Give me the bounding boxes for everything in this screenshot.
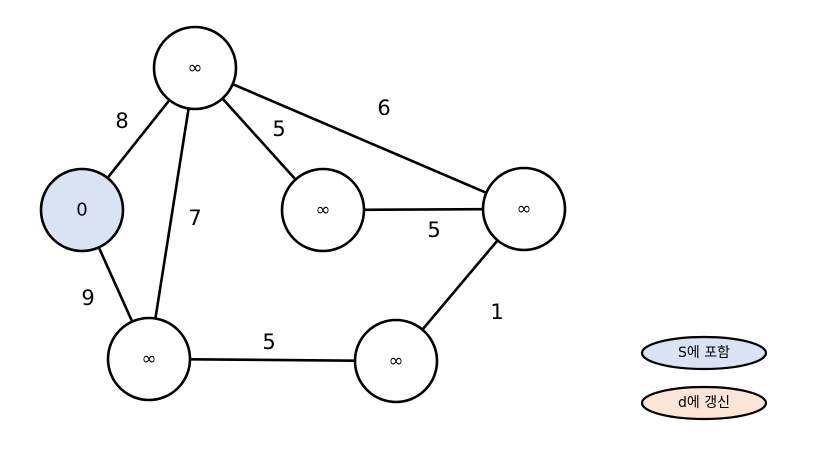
node-distance-label: 0 (76, 200, 87, 221)
nodes-layer: ∞ 0 ∞ ∞ ∞ ∞ (39, 25, 567, 404)
node-distance-label: ∞ (188, 58, 203, 79)
node-distance-label: ∞ (316, 200, 331, 221)
edge-weight-label: 5 (427, 218, 440, 242)
node-top: ∞ (152, 25, 238, 111)
node-bottom-left: ∞ (106, 316, 192, 402)
legend-label: S에 포함 (678, 345, 730, 361)
legend: S에 포함 d에 갱신 (640, 335, 768, 421)
edge-left-top (106, 99, 171, 179)
edge-top-right (232, 82, 487, 195)
node-bottom-right: ∞ (353, 318, 439, 404)
node-circle (39, 167, 125, 253)
edge-weight-label: 1 (490, 300, 503, 324)
edge-middle-right (363, 207, 484, 212)
node-circle (106, 316, 192, 402)
node-distance-label: ∞ (142, 349, 157, 370)
legend-item-in-s: S에 포함 (640, 335, 768, 371)
node-distance-label: ∞ (389, 351, 404, 372)
edge-bottom-left-bottom-right (189, 358, 356, 362)
node-left: 0 (39, 167, 125, 253)
edge-weight-label: 7 (188, 206, 201, 230)
legend-swatch (640, 385, 768, 421)
node-circle (353, 318, 439, 404)
node-circle (481, 166, 567, 252)
edge-top-middle (221, 97, 297, 181)
edge-left-bottom-left (97, 246, 134, 323)
edges-layer (97, 82, 499, 362)
legend-label: d에 갱신 (678, 395, 730, 411)
edge-weight-label: 6 (377, 96, 390, 120)
legend-swatch (640, 335, 768, 371)
node-circle (152, 25, 238, 111)
edge-weight-label: 9 (81, 286, 94, 310)
edge-bottom-right-right (421, 239, 499, 331)
node-circle (280, 167, 366, 253)
edge-weight-label: 8 (115, 109, 128, 133)
edge-top-bottom-left (154, 108, 190, 319)
node-middle: ∞ (280, 167, 366, 253)
legend-item-updated: d에 갱신 (640, 385, 768, 421)
edge-weight-label: 5 (262, 330, 275, 354)
edge-weight-label: 5 (272, 117, 285, 141)
node-right: ∞ (481, 166, 567, 252)
node-distance-label: ∞ (517, 199, 532, 220)
edge-labels-layer: 8 5 6 7 5 9 5 1 (81, 96, 503, 354)
